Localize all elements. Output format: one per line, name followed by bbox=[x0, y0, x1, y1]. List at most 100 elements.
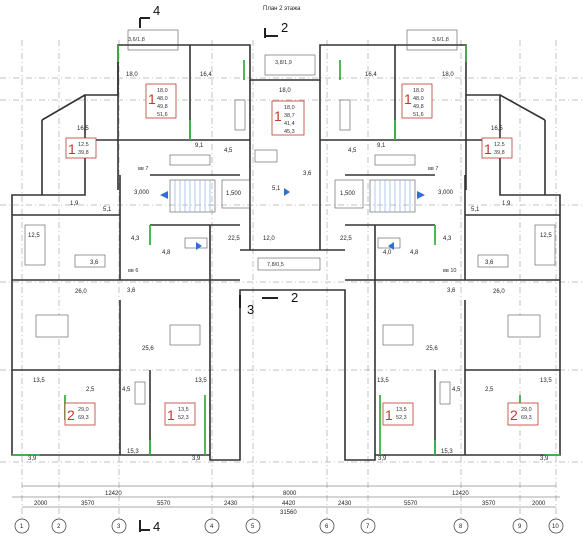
area-bath-r2: 4,5 bbox=[348, 148, 357, 154]
area-bot-r2: 4,5 bbox=[452, 387, 461, 393]
dim-12420-right: 12420 bbox=[452, 491, 469, 497]
dimension-lines: 2000 3570 5570 2430 4420 2430 5570 3570 … bbox=[12, 485, 560, 516]
svg-text:39,8: 39,8 bbox=[78, 150, 89, 156]
area-bath-l1: 9,1 bbox=[195, 143, 204, 149]
area-mid-r4: 4,3 bbox=[443, 236, 452, 242]
circulation-arrows bbox=[160, 188, 425, 250]
area-vent-l: вв 7 bbox=[138, 166, 148, 172]
axis-4: 4 bbox=[210, 524, 214, 530]
area-bot-r3: 2,5 bbox=[485, 387, 494, 393]
dim-2430-left: 2430 bbox=[224, 501, 238, 507]
section-mark-top-left: 4 bbox=[153, 3, 160, 18]
area-elev-c: 7,8/0,5 bbox=[267, 262, 284, 268]
svg-text:2: 2 bbox=[510, 407, 518, 423]
svg-text:18,0: 18,0 bbox=[413, 88, 424, 94]
svg-text:45,3: 45,3 bbox=[284, 129, 295, 135]
apartment-badge-right-side: 1 12,5 39,8 bbox=[481, 137, 513, 159]
apartment-badge-bottom-right: 2 29,0 69,3 bbox=[507, 402, 539, 426]
area-lobby-r: 3,000 bbox=[438, 190, 454, 196]
svg-text:51,6: 51,6 bbox=[157, 112, 168, 118]
svg-text:12,5: 12,5 bbox=[78, 142, 89, 148]
dim-4420: 4420 bbox=[282, 501, 296, 507]
svg-text:69,3: 69,3 bbox=[521, 415, 532, 421]
dim-3570-right: 3570 bbox=[482, 501, 496, 507]
area-wc-r: 3,6 bbox=[485, 260, 494, 266]
area-top-r2: 18,0 bbox=[442, 72, 454, 78]
area-vent-r: вв 7 bbox=[428, 166, 438, 172]
dim-12420-left: 12420 bbox=[105, 491, 122, 497]
area-bot-l4: 13,5 bbox=[195, 378, 207, 384]
svg-text:48,0: 48,0 bbox=[157, 96, 168, 102]
dim-5570-left: 5570 bbox=[157, 501, 171, 507]
svg-text:51,6: 51,6 bbox=[413, 112, 424, 118]
area-mid-l1: 12,5 bbox=[28, 233, 40, 239]
area-liv-r3: 25,6 bbox=[426, 346, 438, 352]
area-mid-l2: 4,3 bbox=[131, 236, 140, 242]
fixtures bbox=[24, 99, 556, 405]
svg-text:69,3: 69,3 bbox=[78, 415, 89, 421]
area-lift-l: 1,500 bbox=[226, 191, 242, 197]
axis-5: 5 bbox=[251, 524, 255, 530]
section-mark-bottom-left: 4 bbox=[153, 519, 160, 534]
axis-3: 3 bbox=[117, 524, 121, 530]
svg-text:1: 1 bbox=[167, 407, 175, 423]
svg-text:1: 1 bbox=[148, 91, 156, 107]
area-small-l1: 1,9 bbox=[70, 201, 79, 207]
svg-text:48,0: 48,0 bbox=[413, 96, 424, 102]
area-liv-l2: 3,6 bbox=[127, 288, 136, 294]
area-top-l1: 18,0 bbox=[126, 72, 138, 78]
dim-total: 31560 bbox=[280, 510, 297, 516]
svg-text:49,8: 49,8 bbox=[413, 104, 424, 110]
axis-8: 8 bbox=[459, 524, 463, 530]
dim-2000-left: 2000 bbox=[34, 501, 48, 507]
area-top-l2: 16,4 bbox=[200, 72, 212, 78]
area-bot-r1: 13,5 bbox=[377, 378, 389, 384]
svg-text:49,8: 49,8 bbox=[157, 104, 168, 110]
section-mark-mid-left: 3 bbox=[247, 302, 254, 317]
apartment-badge-bottom-left: 2 29,0 69,3 bbox=[64, 402, 96, 426]
stairwells bbox=[169, 179, 416, 271]
area-top-c: 18,0 bbox=[279, 88, 291, 94]
section-markers: 4 4 2 2 3 bbox=[139, 3, 298, 534]
plan-title: План 2 этажа bbox=[263, 6, 301, 12]
svg-text:1: 1 bbox=[274, 108, 282, 124]
area-bot-l1: 13,5 bbox=[33, 378, 45, 384]
apartment-badge-bottom-center-left: 1 13,5 52,3 bbox=[164, 402, 196, 426]
apartment-badge-top-center: 1 18,0 38,7 41,4 45,3 bbox=[271, 100, 305, 136]
dim-3570-left: 3570 bbox=[81, 501, 95, 507]
area-mid-r1: 22,5 bbox=[340, 236, 352, 242]
area-small-r1: 1,9 bbox=[502, 201, 511, 207]
svg-text:18,0: 18,0 bbox=[157, 88, 168, 94]
area-mid-c: 12,0 bbox=[263, 236, 275, 242]
area-vent-l2: вв 6 bbox=[128, 268, 138, 274]
area-bot-r4: 13,5 bbox=[540, 378, 552, 384]
svg-text:18,0: 18,0 bbox=[284, 105, 295, 111]
area-balcony-center: 3,8/1,9 bbox=[275, 60, 292, 66]
area-bath-r1: 9,1 bbox=[377, 143, 386, 149]
area-liv-r2: 3,6 bbox=[447, 288, 456, 294]
apartment-badge-bottom-center-right: 1 13,5 52,3 bbox=[382, 402, 414, 426]
svg-text:13,5: 13,5 bbox=[178, 407, 189, 413]
area-bot-l5: 15,3 bbox=[127, 449, 139, 455]
svg-text:1: 1 bbox=[68, 141, 76, 157]
apartment-badge-left-side: 1 12,5 39,8 bbox=[65, 137, 97, 159]
area-mid-r5: 12,5 bbox=[540, 233, 552, 239]
svg-text:52,3: 52,3 bbox=[178, 415, 189, 421]
svg-text:13,5: 13,5 bbox=[396, 407, 407, 413]
room-area-labels: 3,6/1,8 3,6/1,8 3,8/1,9 18,0 16,4 18,0 1… bbox=[28, 37, 552, 462]
axis-9: 9 bbox=[518, 524, 522, 530]
svg-text:1: 1 bbox=[385, 407, 393, 423]
area-small-l2: 5,1 bbox=[103, 207, 112, 213]
area-bot-l6: 3,9 bbox=[28, 456, 37, 462]
area-balcony-tr: 3,6/1,8 bbox=[432, 37, 449, 43]
area-corr-c2: 5,1 bbox=[272, 186, 281, 192]
svg-text:41,4: 41,4 bbox=[284, 121, 295, 127]
area-bot-r5: 15,3 bbox=[441, 449, 453, 455]
apartment-badge-top-right: 1 18,0 48,0 49,8 51,6 bbox=[401, 83, 433, 119]
apartment-badges: 1 18,0 48,0 49,8 51,6 1 18,0 38,7 41,4 4… bbox=[64, 83, 539, 426]
dim-8000: 8000 bbox=[283, 491, 297, 497]
area-small-r2: 5,1 bbox=[471, 207, 480, 213]
axis-bubbles: 1 2 3 4 5 6 7 8 9 10 bbox=[14, 518, 564, 534]
area-bot-l2: 2,5 bbox=[86, 387, 95, 393]
section-mark-mid-center: 2 bbox=[291, 290, 298, 305]
